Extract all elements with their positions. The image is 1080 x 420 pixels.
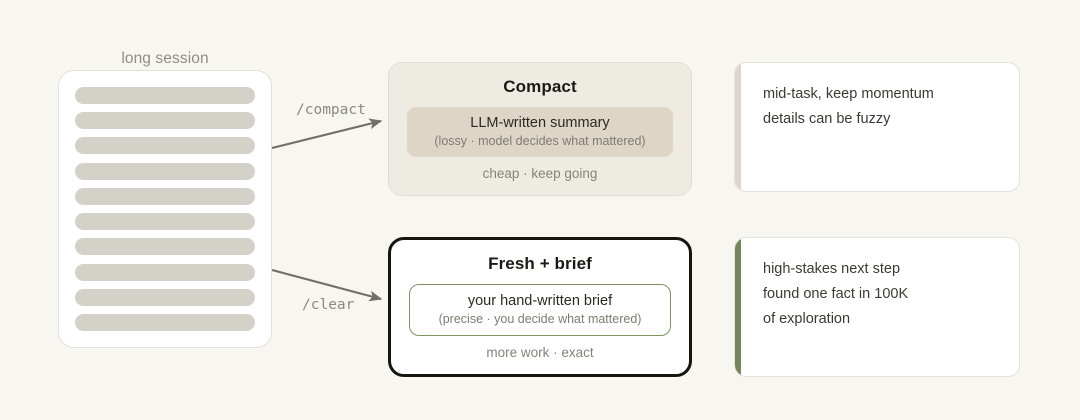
- note-line: high-stakes next step: [763, 261, 901, 277]
- note-card-fresh-body: high-stakes next step found one fact in …: [741, 238, 1019, 376]
- note-card-fresh: high-stakes next step found one fact in …: [734, 237, 1020, 377]
- long-session-card: [58, 70, 272, 348]
- session-message-bar: [75, 112, 255, 130]
- arrow-label-clear: /clear: [302, 297, 355, 313]
- note-line: details can be fuzzy: [763, 111, 891, 127]
- session-message-bar: [75, 162, 255, 180]
- compact-summary-box: LLM-written summary (lossy · model decid…: [407, 107, 673, 157]
- note-accent-bar: [735, 238, 741, 376]
- note-card-compact: mid-task, keep momentum details can be f…: [734, 62, 1020, 192]
- note-line: mid-task, keep momentum: [763, 86, 934, 102]
- compact-summary-sub: (lossy · model decides what mattered): [434, 134, 646, 148]
- arrow-clear: [271, 268, 383, 302]
- fresh-brief-box: your hand-written brief (precise · you d…: [409, 284, 671, 336]
- session-message-bar: [75, 213, 255, 231]
- note-line: found one fact in 100K: [763, 286, 909, 302]
- fresh-brief-main: your hand-written brief: [467, 293, 613, 309]
- fresh-brief-sub: (precise · you decide what mattered): [438, 312, 642, 326]
- compact-card[interactable]: Compact LLM-written summary (lossy · mod…: [388, 62, 692, 196]
- compact-card-footer: cheap · keep going: [482, 166, 598, 181]
- note-card-compact-body: mid-task, keep momentum details can be f…: [741, 63, 1019, 191]
- session-message-bar: [75, 288, 255, 306]
- note-accent-bar: [735, 63, 741, 191]
- session-message-bar: [75, 137, 255, 155]
- session-message-bar: [75, 87, 255, 104]
- fresh-brief-card-footer: more work · exact: [486, 345, 594, 360]
- session-message-bar: [75, 313, 255, 331]
- session-message-bar: [75, 238, 255, 256]
- note-line: of exploration: [763, 311, 851, 327]
- session-message-bar: [75, 263, 255, 281]
- compact-card-title: Compact: [503, 77, 577, 96]
- arrow-compact: [271, 118, 383, 150]
- long-session-label: long session: [121, 50, 209, 67]
- session-message-bar: [75, 187, 255, 205]
- fresh-brief-card-title: Fresh + brief: [488, 254, 592, 273]
- fresh-brief-card[interactable]: Fresh + brief your hand-written brief (p…: [388, 237, 692, 377]
- compact-summary-main: LLM-written summary: [470, 115, 610, 131]
- arrow-label-compact: /compact: [296, 102, 366, 118]
